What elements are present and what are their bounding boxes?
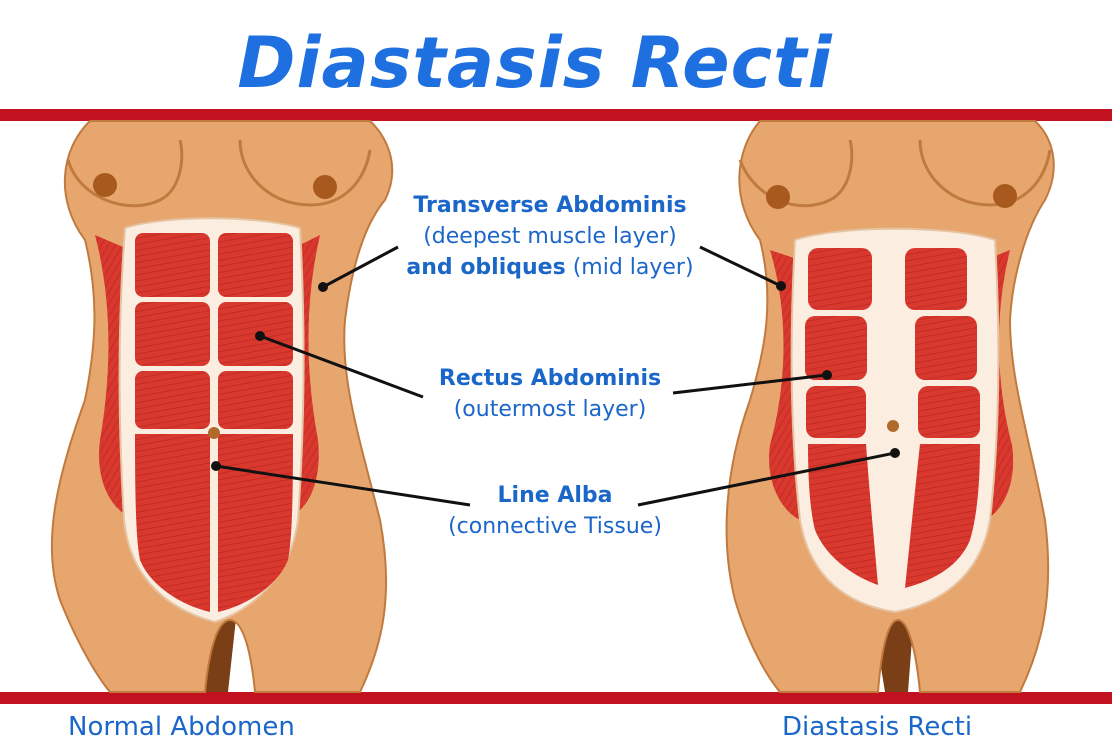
rectus-muscle-left-column-separated xyxy=(805,248,878,585)
leader-line-transverse-right xyxy=(699,245,782,288)
transverse-note: (deepest muscle layer) xyxy=(423,224,677,249)
nipple-icon xyxy=(93,173,117,197)
rectus-note: (outermost layer) xyxy=(453,397,647,422)
leader-line-linea-left xyxy=(215,464,471,507)
linea-note: (connective Tissue) xyxy=(448,514,662,539)
transverse-abdominis-label: Transverse Abdominis (deepest muscle lay… xyxy=(380,190,720,283)
top-red-band xyxy=(0,109,1112,121)
transverse-name: Transverse Abdominis xyxy=(413,193,687,218)
rectus-muscle-left-column xyxy=(135,233,210,612)
leader-lines xyxy=(215,245,896,507)
leader-line-linea-right xyxy=(637,451,896,507)
rectus-abdominis-label: Rectus Abdominis (outermost layer) xyxy=(400,363,700,425)
caption-diastasis-recti: Diastasis Recti xyxy=(782,712,973,742)
nipple-icon xyxy=(313,175,337,199)
leader-line-rectus-right xyxy=(672,373,828,395)
linea-name: Line Alba xyxy=(497,483,613,508)
rectus-muscle-right-column xyxy=(218,233,293,612)
caption-normal-abdomen: Normal Abdomen xyxy=(68,712,295,742)
nipple-icon xyxy=(766,185,790,209)
diastasis-recti-figure xyxy=(725,120,1055,693)
obliques-name: and obliques xyxy=(406,255,566,280)
leader-line-transverse-left xyxy=(322,245,399,289)
linea-alba-label: Line Alba (connective Tissue) xyxy=(405,480,705,542)
bottom-red-band xyxy=(0,692,1112,704)
normal-abdomen-figure xyxy=(50,120,394,693)
page-title: Diastasis Recti xyxy=(237,22,833,104)
obliques-note: (mid layer) xyxy=(572,255,694,280)
rectus-muscle-right-column-separated xyxy=(905,248,980,588)
navel-icon xyxy=(887,420,899,432)
leader-line-rectus-left xyxy=(259,334,424,399)
nipple-icon xyxy=(993,184,1017,208)
navel-icon xyxy=(208,427,220,439)
rectus-name: Rectus Abdominis xyxy=(438,366,662,391)
